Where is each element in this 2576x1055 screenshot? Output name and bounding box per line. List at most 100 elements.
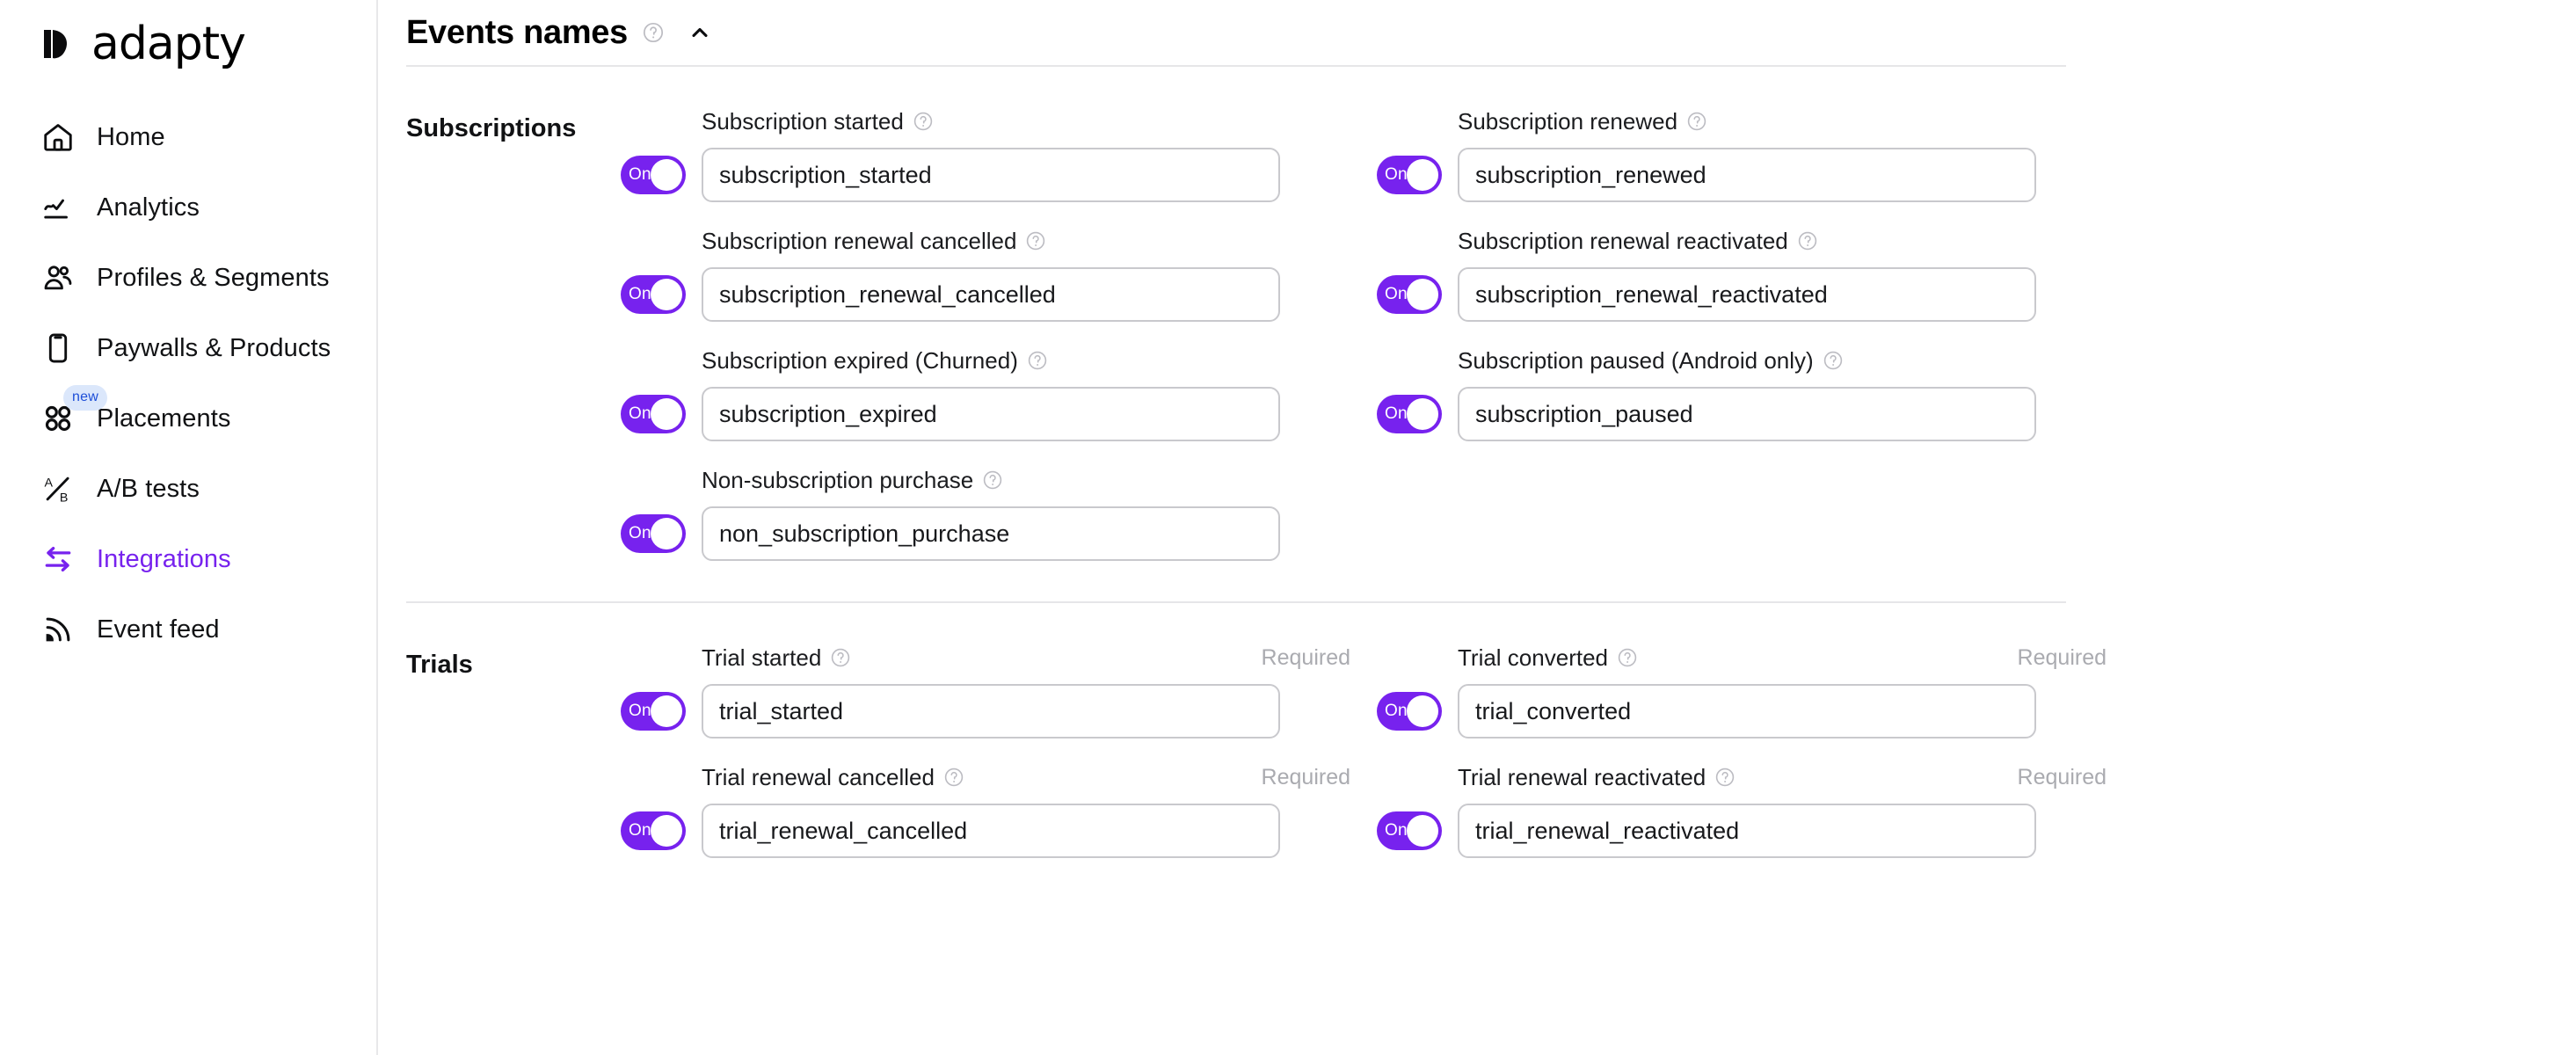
field-row: Subscription expired (Churned): [621, 341, 2576, 461]
toggle-knob: [1407, 159, 1438, 191]
sidebar-item-profiles-segments[interactable]: Profiles & Segments: [0, 243, 376, 313]
toggle-non-subscription-purchase[interactable]: On: [621, 514, 686, 553]
required-badge: Required: [2017, 644, 2107, 670]
home-icon: [39, 118, 77, 156]
chevron-up-icon[interactable]: [688, 20, 712, 45]
field-subscription-renewal-reactivated: Subscription renewal reactivated: [1377, 222, 2133, 341]
question-circle-icon[interactable]: [642, 21, 665, 44]
input-trial-converted[interactable]: trial_converted: [1458, 684, 2036, 738]
toggle-state-label: On: [1385, 404, 1408, 423]
input-subscription-started[interactable]: subscription_started: [702, 148, 1280, 202]
svg-text:A: A: [44, 476, 53, 490]
question-circle-icon[interactable]: [1025, 230, 1046, 251]
toggle-knob: [1407, 279, 1438, 310]
sidebar-nav: Home Analytics: [0, 102, 376, 665]
field-row: Subscription started O: [621, 102, 2576, 222]
toggle-trial-started[interactable]: On: [621, 692, 686, 731]
sidebar-item-label: Integrations: [97, 544, 231, 573]
sidebar-item-placements[interactable]: new Placements: [0, 383, 376, 454]
toggle-subscription-expired[interactable]: On: [621, 395, 686, 433]
input-subscription-paused[interactable]: subscription_paused: [1458, 387, 2036, 441]
field-trial-converted: Trial converted Required: [1377, 638, 2133, 758]
toggle-trial-converted[interactable]: On: [1377, 692, 1442, 731]
field-label: Subscription renewal reactivated: [1458, 227, 1788, 254]
section-title: Trials: [406, 651, 473, 679]
sidebar-item-label: Placements: [97, 404, 231, 433]
input-subscription-expired[interactable]: subscription_expired: [702, 387, 1280, 441]
toggle-state-label: On: [629, 524, 651, 542]
field-label: Subscription renewal cancelled: [702, 227, 1017, 254]
toggle-knob: [651, 695, 682, 727]
sidebar-item-ab-tests[interactable]: A B A/B tests: [0, 454, 376, 524]
question-circle-icon[interactable]: [982, 469, 1003, 491]
sidebar-item-label: Home: [97, 122, 165, 151]
toggle-knob: [651, 815, 682, 847]
question-circle-icon[interactable]: [913, 111, 934, 132]
input-subscription-renewal-reactivated[interactable]: subscription_renewal_reactivated: [1458, 267, 2036, 322]
field-subscription-started: Subscription started O: [621, 102, 1377, 222]
toggle-knob: [1407, 398, 1438, 430]
brand-logo[interactable]: adapty: [0, 7, 376, 81]
toggle-state-label: On: [629, 165, 651, 184]
toggle-knob: [651, 398, 682, 430]
question-circle-icon[interactable]: [1027, 350, 1048, 371]
required-badge: Required: [1261, 764, 1350, 789]
toggle-knob: [1407, 815, 1438, 847]
question-circle-icon[interactable]: [1823, 350, 1844, 371]
toggle-state-label: On: [1385, 702, 1408, 720]
field-label: Trial converted: [1458, 644, 1608, 671]
input-trial-renewal-reactivated[interactable]: trial_renewal_reactivated: [1458, 804, 2036, 858]
sidebar-item-paywalls-products[interactable]: Paywalls & Products: [0, 313, 376, 383]
sidebar-item-integrations[interactable]: Integrations: [0, 524, 376, 594]
input-subscription-renewal-cancelled[interactable]: subscription_renewal_cancelled: [702, 267, 1280, 322]
field-subscription-paused: Subscription paused (Android only): [1377, 341, 2133, 461]
toggle-trial-renewal-reactivated[interactable]: On: [1377, 811, 1442, 850]
toggle-state-label: On: [1385, 821, 1408, 840]
sidebar-item-label: Profiles & Segments: [97, 263, 330, 292]
section-title: Subscriptions: [406, 114, 577, 142]
field-subscription-renewed: Subscription renewed O: [1377, 102, 2133, 222]
field-label: Trial renewal reactivated: [1458, 763, 1706, 790]
field-label: Subscription started: [702, 107, 904, 135]
sidebar-item-analytics[interactable]: Analytics: [0, 172, 376, 243]
new-badge: new: [63, 385, 107, 411]
phone-icon: [39, 329, 77, 367]
toggle-subscription-renewal-reactivated[interactable]: On: [1377, 275, 1442, 314]
field-label: Subscription renewed: [1458, 107, 1678, 135]
field-subscription-renewal-cancelled: Subscription renewal cancelled: [621, 222, 1377, 341]
grid-dots-icon: new: [39, 385, 107, 438]
section-subscriptions: Subscriptions Subscription started: [378, 102, 2576, 580]
input-subscription-renewed[interactable]: subscription_renewed: [1458, 148, 2036, 202]
field-trial-renewal-cancelled: Trial renewal cancelled Required: [621, 758, 1377, 877]
question-circle-icon[interactable]: [943, 767, 964, 788]
toggle-knob: [1407, 695, 1438, 727]
toggle-state-label: On: [629, 285, 651, 303]
toggle-knob: [651, 279, 682, 310]
sidebar-item-home[interactable]: Home: [0, 102, 376, 172]
sidebar: adapty Home Analyt: [0, 0, 378, 1055]
input-trial-renewal-cancelled[interactable]: trial_renewal_cancelled: [702, 804, 1280, 858]
svg-text:B: B: [60, 491, 69, 506]
toggle-subscription-paused[interactable]: On: [1377, 395, 1442, 433]
toggle-subscription-renewed[interactable]: On: [1377, 156, 1442, 194]
field-row: Trial started Required: [621, 638, 2576, 758]
input-trial-started[interactable]: trial_started: [702, 684, 1280, 738]
required-badge: Required: [1261, 644, 1350, 670]
sidebar-item-event-feed[interactable]: Event feed: [0, 594, 376, 665]
toggle-subscription-started[interactable]: On: [621, 156, 686, 194]
question-circle-icon[interactable]: [1714, 767, 1736, 788]
sidebar-item-label: Analytics: [97, 193, 200, 222]
chart-line-icon: [39, 188, 77, 227]
question-circle-icon[interactable]: [1617, 647, 1638, 668]
question-circle-icon[interactable]: [1797, 230, 1818, 251]
header-divider: [406, 65, 2066, 67]
question-circle-icon[interactable]: [1686, 111, 1707, 132]
toggle-trial-renewal-cancelled[interactable]: On: [621, 811, 686, 850]
toggle-subscription-renewal-cancelled[interactable]: On: [621, 275, 686, 314]
input-non-subscription-purchase[interactable]: non_subscription_purchase: [702, 506, 1280, 561]
field-non-subscription-purchase: Non-subscription purchase: [621, 461, 1377, 580]
field-row: Non-subscription purchase: [621, 461, 2576, 580]
question-circle-icon[interactable]: [830, 647, 851, 668]
field-label: Trial renewal cancelled: [702, 763, 935, 790]
field-grid: Trial started Required: [621, 638, 2576, 877]
